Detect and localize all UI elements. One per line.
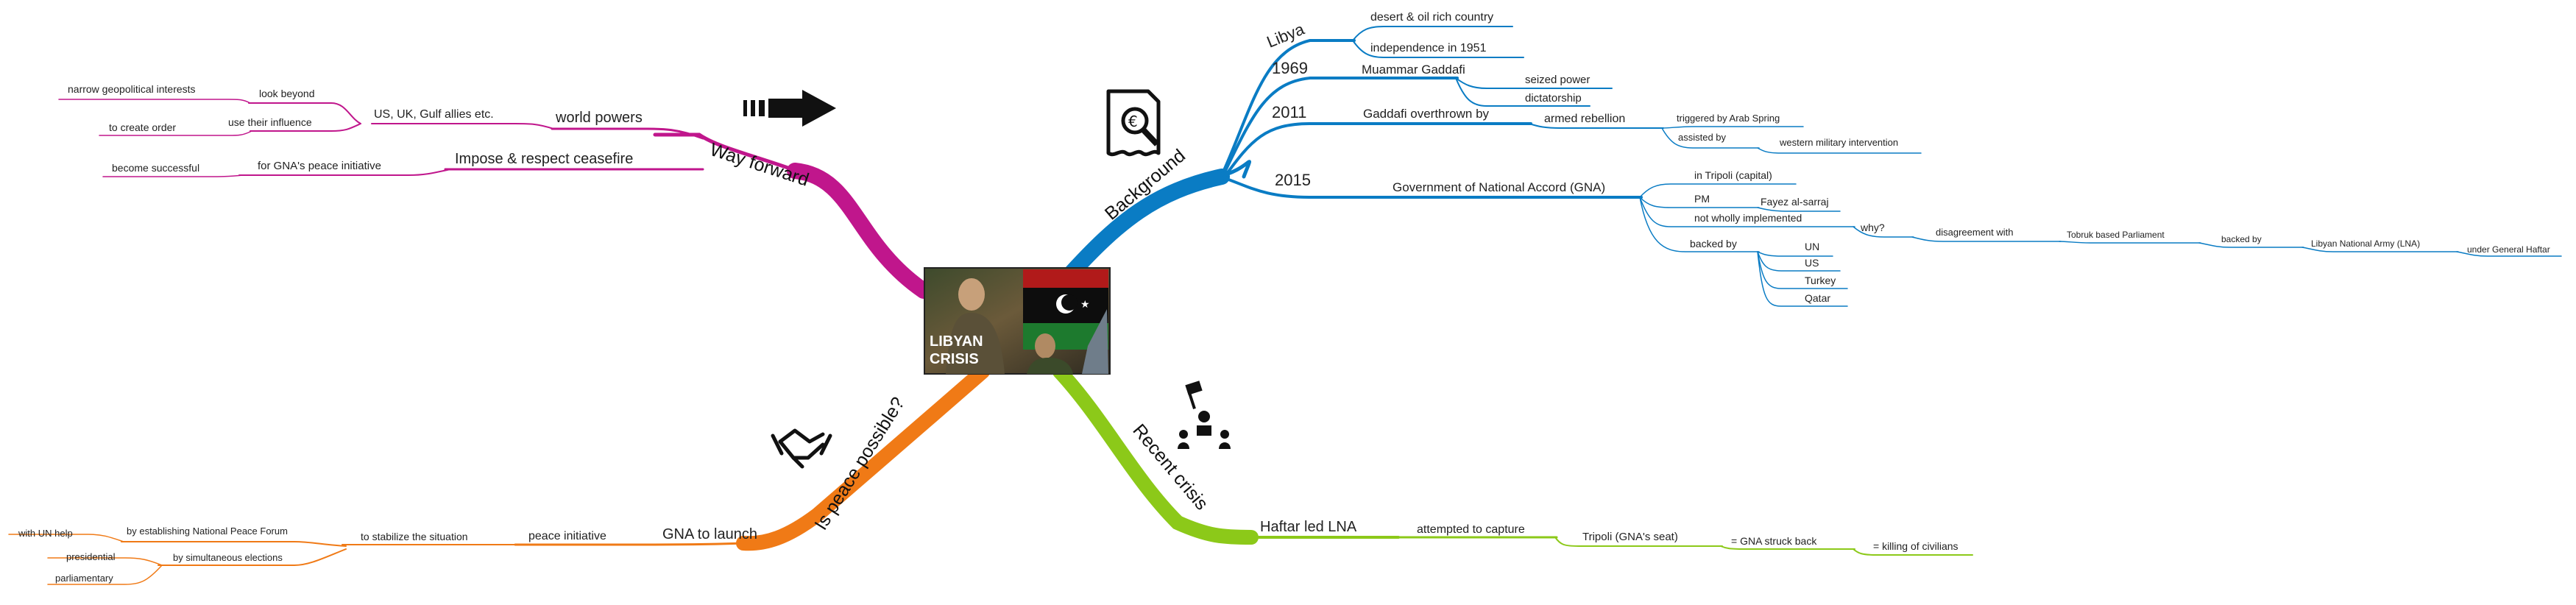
node-stabilize[interactable]: to stabilize the situation [361, 531, 468, 542]
node-not-implemented[interactable]: not wholly implemented [1694, 212, 1802, 224]
node-in-tripoli[interactable]: in Tripoli (capital) [1694, 169, 1772, 181]
node-become-successful[interactable]: become successful [112, 162, 199, 174]
node-lna[interactable]: Libyan National Army (LNA) [2311, 238, 2420, 249]
branch-way-forward [58, 99, 932, 299]
node-tripoli-seat[interactable]: Tripoli (GNA's seat) [1582, 531, 1678, 543]
node-libya-item-2[interactable]: independence in 1951 [1370, 42, 1487, 54]
arrow-right-icon [743, 90, 836, 127]
node-2011[interactable]: 2011 [1272, 103, 1306, 121]
node-backed-by-2[interactable]: backed by [2221, 234, 2262, 244]
central-topic[interactable]: ★ LIBYAN CRISIS [924, 267, 1111, 375]
document-magnifier-icon: € [1106, 89, 1161, 157]
node-tobruk[interactable]: Tobruk based Parliament [2067, 230, 2165, 240]
node-backer-qatar[interactable]: Qatar [1805, 292, 1830, 304]
node-assisted-by[interactable]: assisted by [1678, 132, 1727, 143]
node-dictatorship[interactable]: dictatorship [1525, 92, 1582, 105]
node-world-powers[interactable]: world powers [555, 110, 643, 126]
node-struck-back[interactable]: = GNA struck back [1731, 535, 1817, 547]
node-arab-spring[interactable]: triggered by Arab Spring [1677, 113, 1780, 124]
node-haftar-lna[interactable]: Haftar led LNA [1260, 519, 1357, 535]
node-create-order[interactable]: to create order [109, 121, 176, 133]
node-backer-turkey[interactable]: Turkey [1805, 275, 1836, 286]
node-ceasefire[interactable]: Impose & respect ceasefire [455, 151, 633, 167]
node-presidential[interactable]: presidential [66, 551, 116, 562]
fighter-silhouette [958, 278, 985, 311]
node-gaddafi-overthrown[interactable]: Gaddafi overthrown by [1363, 107, 1490, 121]
node-killing[interactable]: = killing of civilians [1873, 540, 1958, 552]
node-attempted[interactable]: attempted to capture [1417, 523, 1525, 536]
node-peace-initiative[interactable]: peace initiative [528, 530, 606, 542]
node-libya-item-1[interactable]: desert & oil rich country [1370, 11, 1493, 24]
node-pm[interactable]: PM [1694, 193, 1710, 205]
node-backer-un[interactable]: UN [1805, 241, 1819, 252]
branch-label-peace[interactable]: Is peace possible? [810, 394, 908, 534]
node-use-influence[interactable]: use their influence [228, 116, 312, 128]
node-gna-launch[interactable]: GNA to launch [662, 526, 757, 542]
node-disagreement[interactable]: disagreement with [1936, 227, 2014, 238]
node-backer-us[interactable]: US [1805, 257, 1819, 269]
branch-background [1061, 26, 2562, 307]
protest-icon [1178, 381, 1231, 449]
node-elections[interactable]: by simultaneous elections [173, 552, 283, 563]
node-narrow-interests[interactable]: narrow geopolitical interests [68, 83, 196, 95]
node-haftar[interactable]: under General Haftar [2467, 244, 2550, 255]
node-un-help[interactable]: with UN help [18, 528, 73, 539]
flag-red-band [1023, 269, 1108, 288]
central-title-line1: LIBYAN [930, 333, 983, 350]
branch-peace [8, 364, 990, 585]
node-seized-power[interactable]: seized power [1525, 74, 1590, 86]
node-allies[interactable]: US, UK, Gulf allies etc. [374, 108, 494, 121]
node-1969[interactable]: 1969 [1272, 59, 1308, 77]
node-backed-by[interactable]: backed by [1690, 238, 1737, 250]
node-parliamentary[interactable]: parliamentary [55, 573, 113, 584]
node-look-beyond[interactable]: look beyond [259, 88, 315, 99]
node-gaddafi[interactable]: Muammar Gaddafi [1362, 63, 1465, 77]
node-2015[interactable]: 2015 [1275, 171, 1311, 189]
node-libya[interactable]: Libya [1264, 19, 1308, 51]
flag-star-icon: ★ [1080, 299, 1090, 311]
node-pm-name[interactable]: Fayez al-sarraj [1761, 196, 1829, 208]
node-peace-forum[interactable]: by establishing National Peace Forum [127, 526, 288, 537]
node-western-intervention[interactable]: western military intervention [1779, 137, 1898, 148]
node-for-gna[interactable]: for GNA's peace initiative [258, 160, 381, 172]
svg-text:€: € [1128, 113, 1138, 130]
node-why[interactable]: why? [1860, 222, 1885, 233]
branch-recent [1052, 364, 1973, 556]
node-armed-rebellion[interactable]: armed rebellion [1544, 113, 1625, 125]
central-title-line2: CRISIS [930, 351, 979, 367]
node-gna[interactable]: Government of National Accord (GNA) [1393, 180, 1605, 194]
handshake-icon [771, 428, 832, 469]
